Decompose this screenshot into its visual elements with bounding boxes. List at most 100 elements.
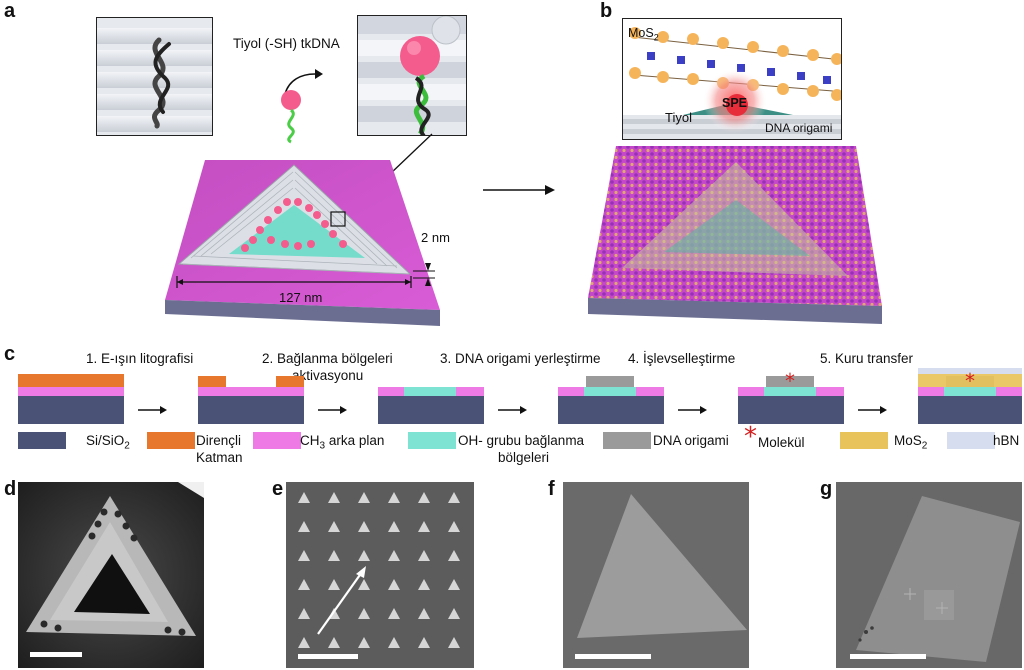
origami-array-mark xyxy=(328,521,340,532)
origami-array-mark xyxy=(418,579,430,590)
sem-origami-array-image xyxy=(286,482,474,668)
origami-array-mark xyxy=(448,579,460,590)
afm-single-origami-image xyxy=(18,482,204,668)
origami-array-mark xyxy=(358,550,370,561)
origami-array-mark xyxy=(418,637,430,648)
arrow-1 xyxy=(138,406,167,414)
step-5-label: 5. Kuru transfer xyxy=(820,351,914,366)
origami-array-mark xyxy=(328,492,340,503)
panel-c-letter: c xyxy=(4,343,16,365)
mos2-lattice-illustration xyxy=(623,19,841,139)
origami-array-mark xyxy=(388,521,400,532)
origami-array-mark xyxy=(328,637,340,648)
scale-bar-d xyxy=(30,652,82,657)
step-1-label: 1. E-ışın litografisi xyxy=(86,351,194,366)
process-flow-diagram: * * xyxy=(18,368,1022,424)
origami-array-mark xyxy=(388,608,400,619)
thiol-bead-icon xyxy=(281,90,301,110)
panel-g-letter: g xyxy=(820,478,833,500)
panel-a-letter: a xyxy=(4,0,16,22)
origami-array-mark xyxy=(418,492,430,503)
origami-array-mark xyxy=(448,637,460,648)
step-6-stack: * xyxy=(918,368,1022,424)
legend-swatch-origami xyxy=(603,432,651,449)
spe-label: SPE xyxy=(722,96,748,110)
step-4-stack xyxy=(558,376,664,424)
origami-array-mark xyxy=(358,637,370,648)
origami-array-mark xyxy=(448,492,460,503)
mos2-transferred-flake-image xyxy=(836,482,1022,668)
origami-array-mark xyxy=(358,521,370,532)
right-arrow-icon xyxy=(483,185,555,195)
origami-array-mark xyxy=(328,579,340,590)
arrow-4 xyxy=(678,406,707,414)
mos2-flake-image xyxy=(563,482,749,668)
origami-array-mark xyxy=(418,550,430,561)
origami-array-mark xyxy=(448,550,460,561)
legend-swatch-oh xyxy=(408,432,456,449)
legend-mos2-label: MoS2 xyxy=(894,433,928,452)
origami-array-mark xyxy=(298,637,310,648)
scale-bar-e xyxy=(298,654,358,659)
mos2-covered-origami-illustration xyxy=(588,146,882,324)
origami-array-mark xyxy=(388,550,400,561)
step-4-label: 4. İşlevselleştirme xyxy=(628,351,736,366)
origami-array-mark xyxy=(298,608,310,619)
origami-array-mark xyxy=(298,579,310,590)
legend-resist-label-cont: Katman xyxy=(196,450,243,465)
legend-swatch-si xyxy=(18,432,66,449)
step-2-label: 2. Bağlanma bölgeleri xyxy=(262,351,393,366)
legend-oh-label-cont: bölgeleri xyxy=(498,450,550,465)
origami-array-mark xyxy=(418,608,430,619)
origami-array-mark xyxy=(298,521,310,532)
molecule-star-icon: * xyxy=(785,369,795,393)
dna-surface-inset xyxy=(96,17,213,136)
step-3-stack xyxy=(378,387,484,424)
origami-array-mark xyxy=(358,608,370,619)
legend-molecule-label: Molekül xyxy=(758,435,805,450)
step-3-label: 3. DNA origami yerleştirme xyxy=(440,351,601,366)
arrow-5 xyxy=(858,406,887,414)
dim-width-label: 127 nm xyxy=(279,290,323,305)
legend-swatch-mos2 xyxy=(840,432,888,449)
thiol-bound-inset xyxy=(357,15,467,136)
dim-height-label: 2 nm xyxy=(421,230,450,245)
origami-array-mark xyxy=(298,492,310,503)
mos2-label: MoS2 xyxy=(628,26,659,43)
legend-oh-label: OH- grubu bağlanma xyxy=(458,433,585,448)
origami-array-mark xyxy=(358,492,370,503)
thiol-attachment-illustration xyxy=(281,69,323,144)
step-2-label-cont: aktivasyonu xyxy=(292,368,364,383)
origami-array-mark xyxy=(388,579,400,590)
panel-b-letter: b xyxy=(600,0,613,22)
dna-helix-illustration xyxy=(97,18,212,135)
legend-origami-label: DNA origami xyxy=(653,433,729,448)
arrow-2 xyxy=(318,406,347,414)
legend-swatch-hbn xyxy=(947,432,995,449)
scale-bar-f xyxy=(575,654,651,659)
arrow-pointer-icon xyxy=(356,566,366,578)
step-5-stack: * xyxy=(738,369,844,424)
step-1-stack xyxy=(18,374,124,424)
scale-bar-g xyxy=(850,654,926,659)
origami-array-mark xyxy=(358,579,370,590)
origami-array-svg xyxy=(286,482,474,668)
panel-e-letter: e xyxy=(272,478,284,500)
legend-ch3-label: CH3 arka plan xyxy=(300,433,385,452)
legend-hbn-label: hBN xyxy=(993,433,1020,448)
origami-array-mark xyxy=(418,521,430,532)
molecule-star-icon-final: * xyxy=(965,369,975,393)
curved-arrow-icon xyxy=(315,69,323,79)
thiol-bound-illustration xyxy=(358,16,466,135)
origami-array-mark xyxy=(298,550,310,561)
origami-array-mark xyxy=(388,492,400,503)
thiol-label-b: Tiyol xyxy=(665,110,692,125)
legend-swatch-resist xyxy=(147,432,195,449)
legend-molecule-star-icon: * xyxy=(744,422,757,452)
mos2-spe-inset xyxy=(622,18,842,140)
arrow-3 xyxy=(498,406,527,414)
thiol-ssdna-label: Tiyol (-SH) tkDNA xyxy=(233,36,340,51)
dna-origami-label-b: DNA origami xyxy=(765,121,833,135)
origami-array-mark xyxy=(448,608,460,619)
legend-resist-label: Dirençli xyxy=(196,433,242,448)
